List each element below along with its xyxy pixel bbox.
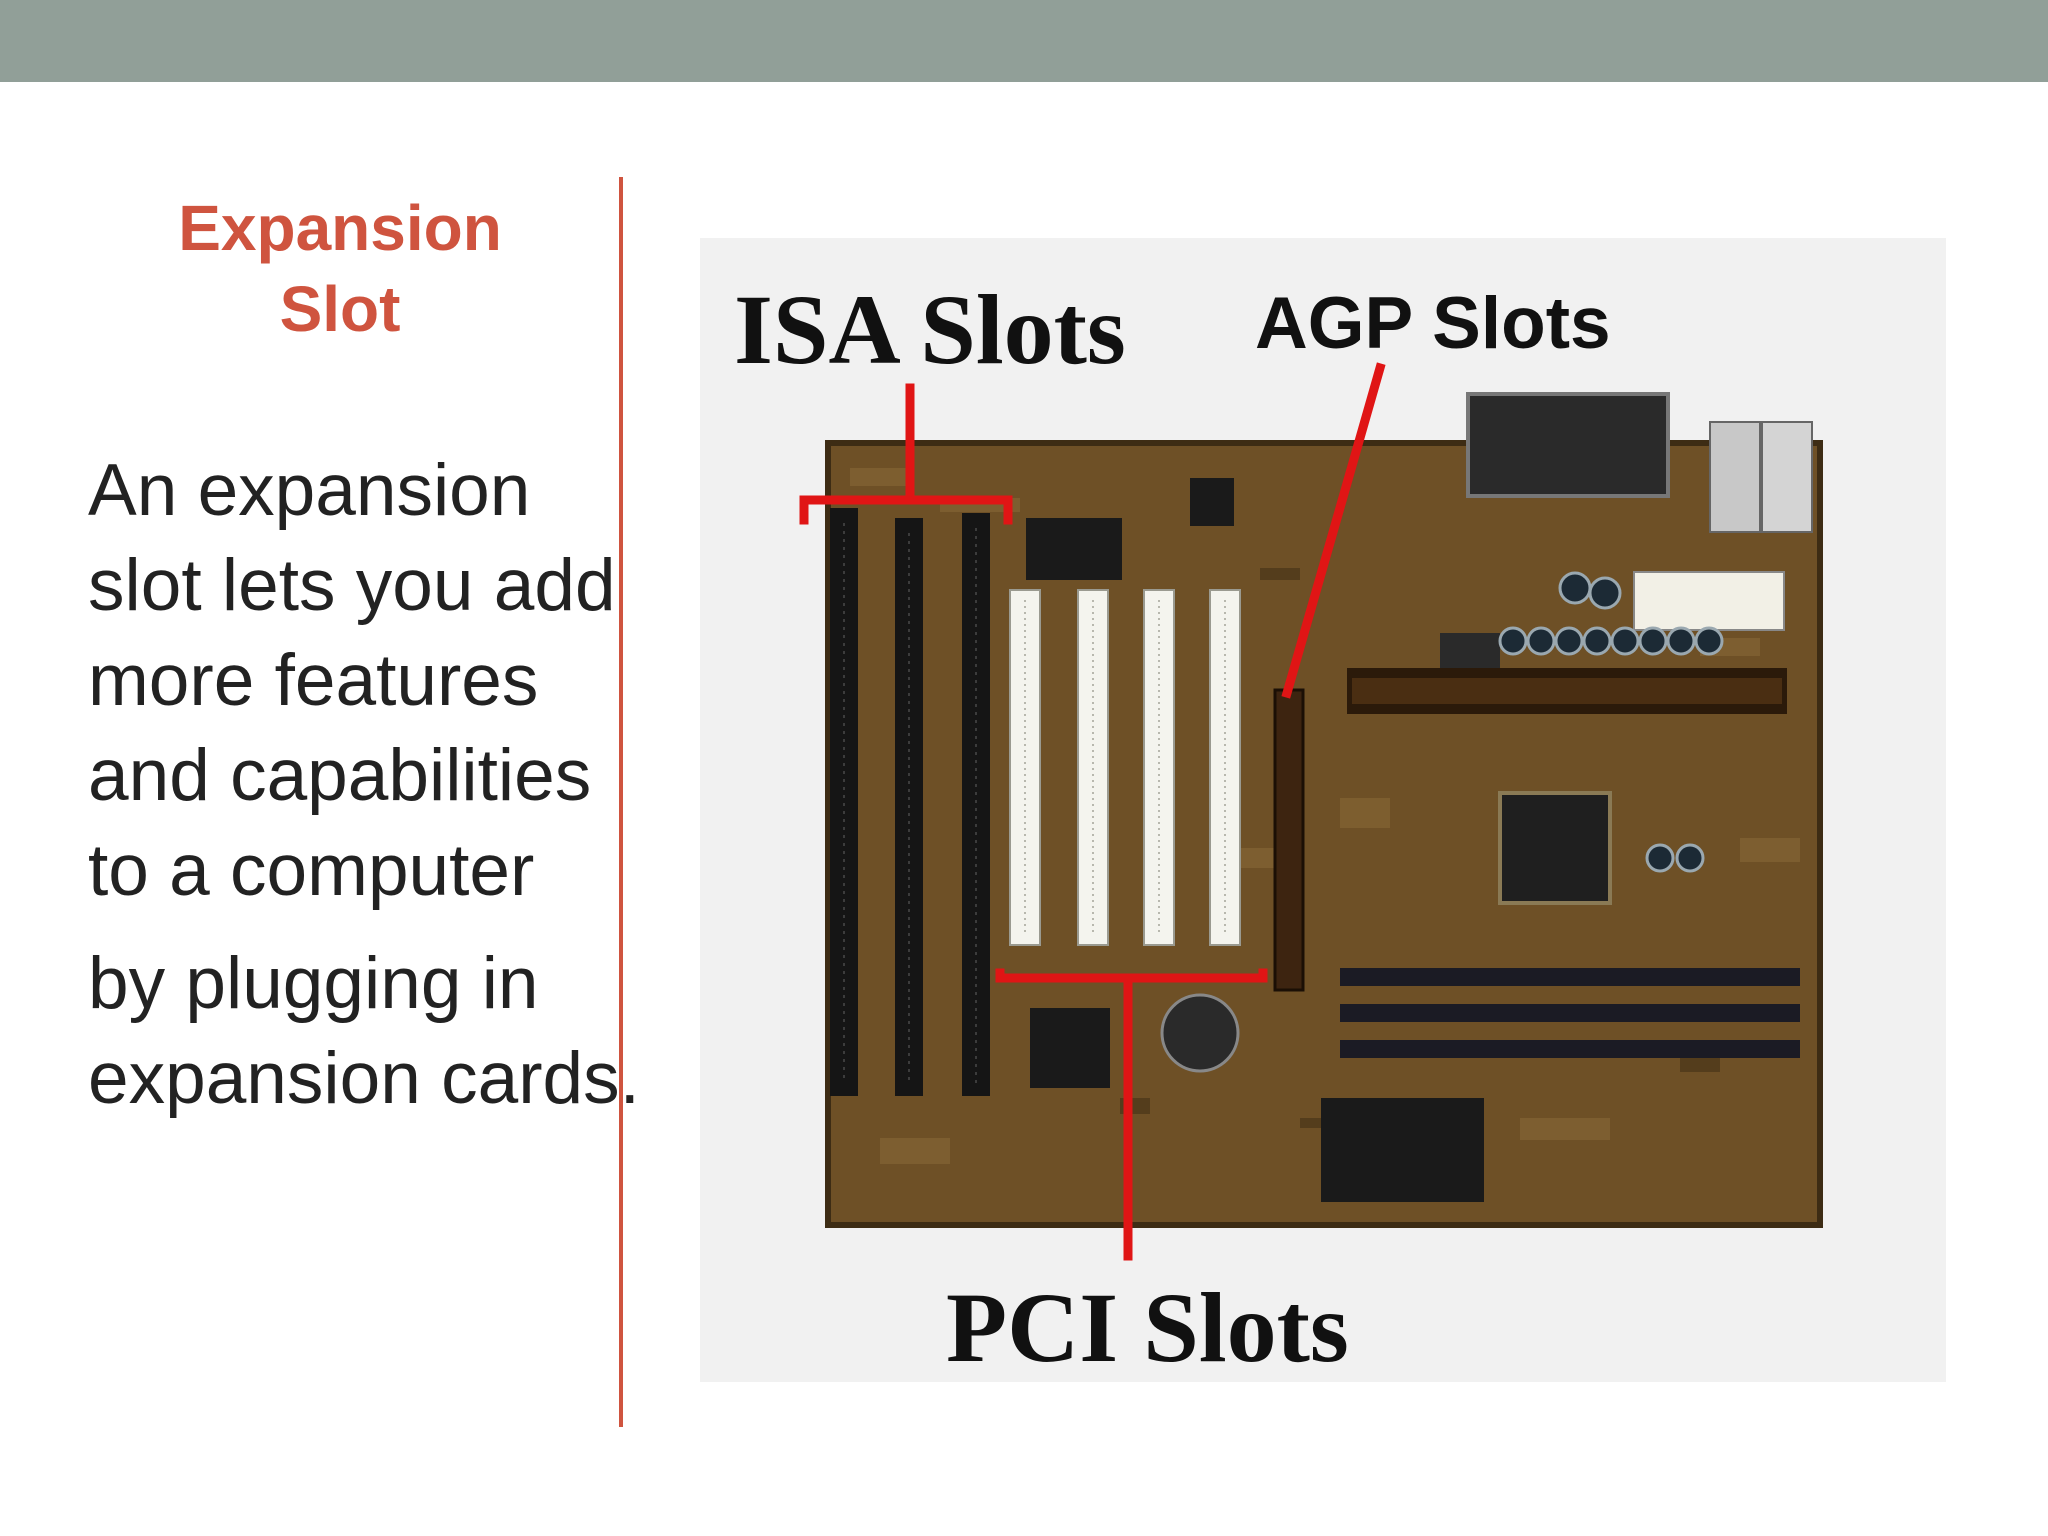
body-paragraph-2: by plugging in expansion cards. xyxy=(88,943,640,1119)
motherboard-figure: ISA Slots AGP Slots PCI Slots xyxy=(700,238,1946,1382)
agp-slot xyxy=(1273,688,1305,992)
slide-title: Expansion Slot xyxy=(90,188,590,350)
parallel-port xyxy=(1466,392,1670,498)
agp-pointer-line xyxy=(1281,362,1386,699)
vertical-divider xyxy=(619,177,623,1427)
memory-slot xyxy=(1340,968,1800,986)
top-banner xyxy=(0,0,2048,82)
chipset-chip xyxy=(1030,1008,1110,1088)
title-line-1: Expansion xyxy=(178,192,502,264)
isa-slots-label: ISA Slots xyxy=(734,274,1126,385)
ide-connector xyxy=(1321,1098,1484,1202)
northbridge-chip xyxy=(1498,791,1612,905)
power-connector xyxy=(1633,571,1785,631)
memory-slot xyxy=(1340,1004,1800,1022)
body-text: An expansion slot lets you add more feat… xyxy=(88,443,648,1126)
isa-bracket xyxy=(799,495,1013,525)
pci-slot xyxy=(1143,589,1175,946)
motherboard-illustration: ISA Slots AGP Slots PCI Slots xyxy=(734,274,1823,1382)
small-chip xyxy=(1190,478,1234,526)
memory-slot xyxy=(1340,1040,1800,1058)
title-line-2: Slot xyxy=(279,273,401,345)
body-paragraph-1: An expansion slot lets you add more feat… xyxy=(88,450,616,911)
agp-slots-label: AGP Slots xyxy=(1255,283,1611,364)
memory-slots xyxy=(1340,968,1800,1058)
annotation-marks xyxy=(799,362,1386,1261)
bios-chip xyxy=(1026,518,1122,580)
pci-slots-label: PCI Slots xyxy=(946,1272,1349,1382)
cmos-battery xyxy=(1160,993,1240,1073)
